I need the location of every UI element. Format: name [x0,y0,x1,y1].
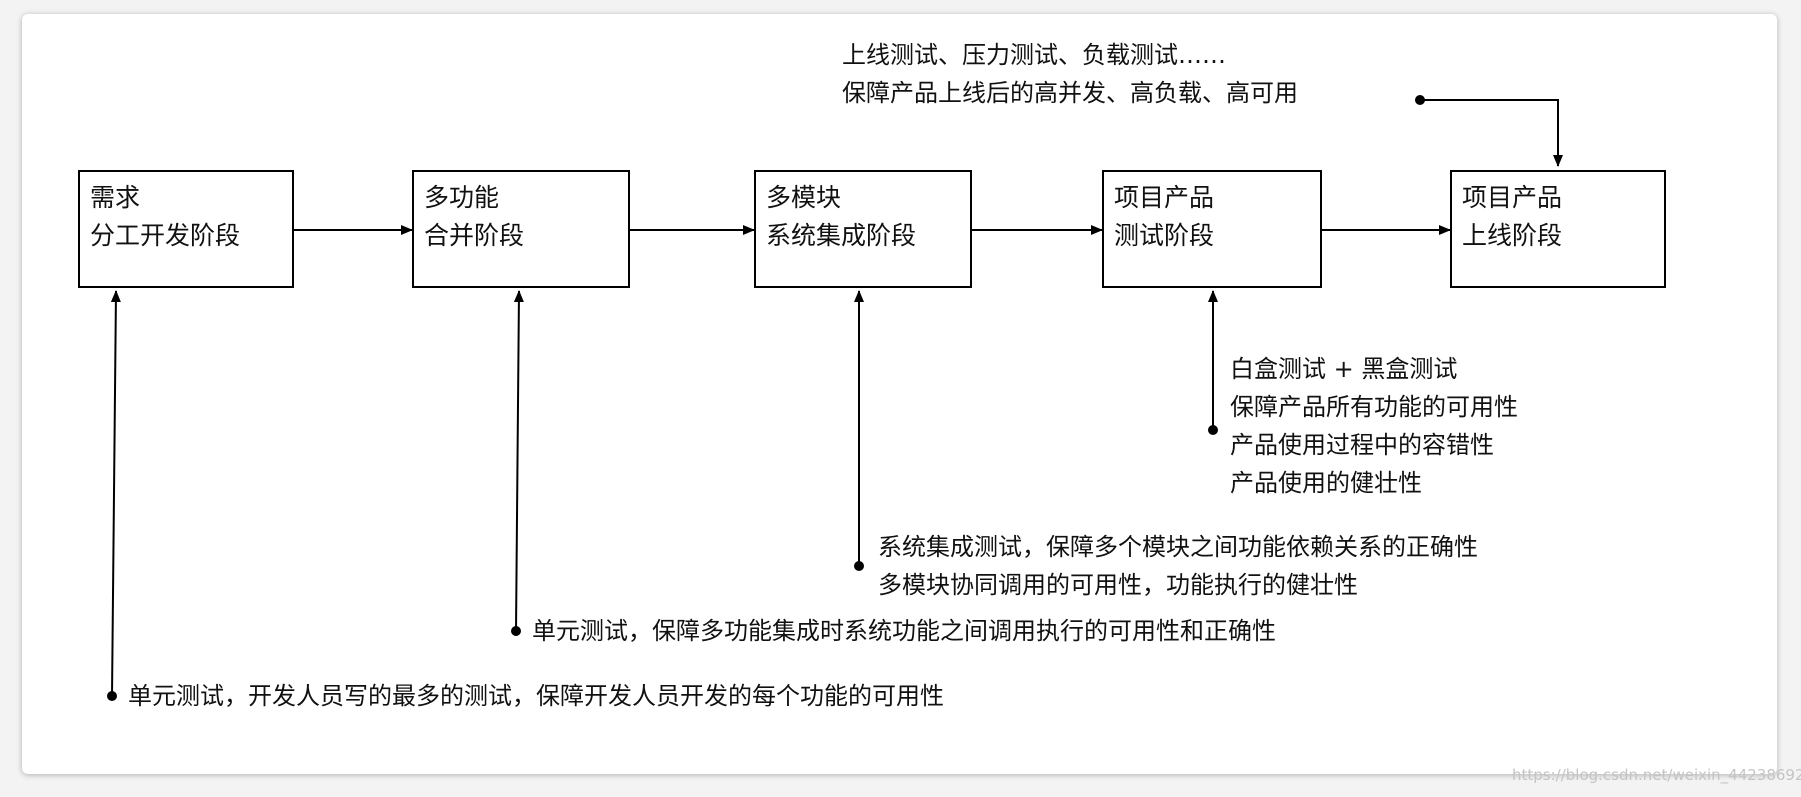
dev-note-line: 单元测试，开发人员写的最多的测试，保障开发人员开发的每个功能的可用性 [128,682,944,710]
dev-connector [110,290,121,697]
merge-connector [513,290,524,632]
integration-note: 系统集成测试，保障多个模块之间功能依赖关系的正确性 多模块协同调用的可用性，功能… [878,528,1478,604]
stage-integration-line2: 系统集成阶段 [766,221,917,250]
launch-note-line: 保障产品上线后的高并发、高负载、高可用 [842,79,1298,107]
integration-note-line: 多模块协同调用的可用性，功能执行的健壮性 [878,571,1358,599]
watermark: https://blog.csdn.net/weixin_44238692 [1512,766,1801,784]
dev-dot [107,691,117,701]
product-test-note-line: 产品使用过程中的容错性 [1230,431,1494,459]
stage-dev-line2: 分工开发阶段 [90,221,241,250]
launch-connector [1420,99,1563,167]
stage-launch: 项目产品 上线阶段 [1450,170,1666,288]
launch-note-line: 上线测试、压力测试、负载测试…… [842,41,1226,69]
integration-note-line: 系统集成测试，保障多个模块之间功能依赖关系的正确性 [878,533,1478,561]
stage-merge: 多功能 合并阶段 [412,170,630,288]
product-test-note-line: 产品使用的健壮性 [1230,469,1422,497]
merge-note-line: 单元测试，保障多功能集成时系统功能之间调用执行的可用性和正确性 [532,617,1276,645]
stage-launch-line1: 项目产品 [1462,183,1563,212]
product-test-note-line: 保障产品所有功能的可用性 [1230,393,1518,421]
stage-product-test-line1: 项目产品 [1114,183,1215,212]
product-test-note-line: 白盒测试 + 黑盒测试 [1230,355,1458,383]
merge-note: 单元测试，保障多功能集成时系统功能之间调用执行的可用性和正确性 [532,612,1276,650]
launch-dot [1415,95,1425,105]
stage-integration-line1: 多模块 [766,183,842,212]
product-test-note: 白盒测试 + 黑盒测试 保障产品所有功能的可用性 产品使用过程中的容错性 产品使… [1230,350,1518,502]
stage-merge-line2: 合并阶段 [424,221,525,250]
launch-note: 上线测试、压力测试、负载测试…… 保障产品上线后的高并发、高负载、高可用 [842,36,1298,112]
stage-product-test: 项目产品 测试阶段 [1102,170,1322,288]
dev-note: 单元测试，开发人员写的最多的测试，保障开发人员开发的每个功能的可用性 [128,677,944,715]
diagram-card [22,14,1777,774]
integration-dot [854,561,864,571]
stage-integration: 多模块 系统集成阶段 [754,170,972,288]
stage-dev: 需求 分工开发阶段 [78,170,294,288]
stage-product-test-line2: 测试阶段 [1114,221,1215,250]
product-test-dot [1208,425,1218,435]
stage-merge-line1: 多功能 [424,183,500,212]
merge-dot [511,626,521,636]
stage-dev-line1: 需求 [90,183,141,212]
stage-launch-line2: 上线阶段 [1462,221,1563,250]
